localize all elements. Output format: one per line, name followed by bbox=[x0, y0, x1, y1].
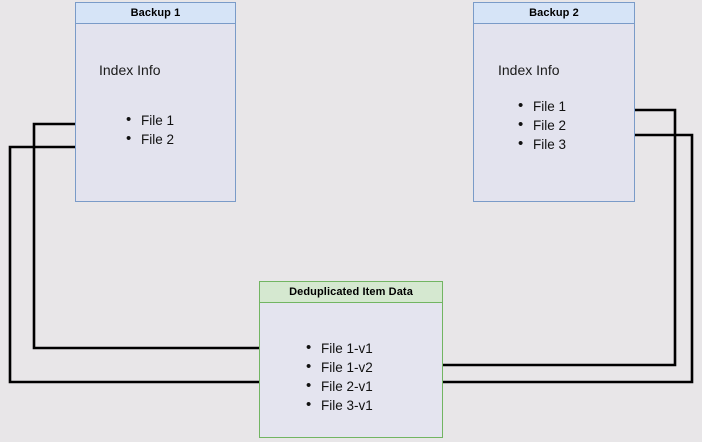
list-item[interactable]: File 1 bbox=[518, 96, 566, 116]
list-item[interactable]: File 3 bbox=[518, 134, 566, 154]
backup-1-body: Index Info File 1 File 2 bbox=[76, 24, 235, 201]
backup-1-file-list: File 1 File 2 bbox=[126, 110, 174, 149]
dedup-title: Deduplicated Item Data bbox=[260, 282, 442, 303]
list-item[interactable]: File 2 bbox=[126, 129, 174, 149]
list-item[interactable]: File 2 bbox=[518, 115, 566, 135]
backup-2-box[interactable]: Backup 2 Index Info File 1 File 2 File 3 bbox=[473, 2, 635, 202]
backup-1-box[interactable]: Backup 1 Index Info File 1 File 2 bbox=[75, 2, 236, 202]
dedup-file-list: File 1-v1 File 1-v2 File 2-v1 File 3-v1 bbox=[306, 338, 373, 415]
backup-2-index-info-label: Index Info bbox=[498, 62, 560, 78]
dedup-body: File 1-v1 File 1-v2 File 2-v1 File 3-v1 bbox=[260, 303, 442, 437]
backup-1-index-info-label: Index Info bbox=[99, 62, 161, 78]
backup-2-title: Backup 2 bbox=[474, 3, 634, 24]
list-item[interactable]: File 1-v1 bbox=[306, 338, 373, 358]
list-item[interactable]: File 3-v1 bbox=[306, 395, 373, 415]
backup-1-title: Backup 1 bbox=[76, 3, 235, 24]
deduplicated-item-data-box[interactable]: Deduplicated Item Data File 1-v1 File 1-… bbox=[259, 281, 443, 438]
backup-2-body: Index Info File 1 File 2 File 3 bbox=[474, 24, 634, 201]
backup-2-file-list: File 1 File 2 File 3 bbox=[518, 96, 566, 154]
list-item[interactable]: File 1 bbox=[126, 110, 174, 130]
list-item[interactable]: File 2-v1 bbox=[306, 376, 373, 396]
list-item[interactable]: File 1-v2 bbox=[306, 357, 373, 377]
